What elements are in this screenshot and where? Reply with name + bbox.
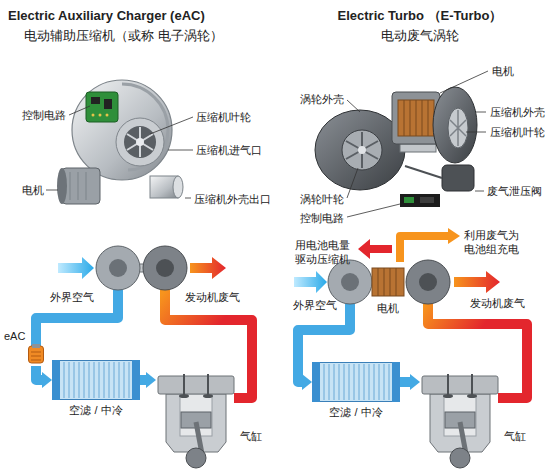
- intercooler: 空滤 / 中冷: [52, 360, 140, 419]
- power-arrow: [358, 239, 392, 259]
- intercooler-core: [53, 361, 140, 400]
- part-label: 压缩机叶轮: [490, 125, 545, 139]
- cylinder-head: [422, 376, 498, 394]
- leader-lines: [46, 106, 193, 198]
- valve-stem: [184, 374, 208, 396]
- intercooler-fins: [64, 362, 129, 398]
- part-label: 电机: [492, 64, 514, 78]
- part-label: 涡轮叶轮: [300, 192, 344, 206]
- panel-title: Electric Auxiliary Charger (eAC): [8, 8, 205, 24]
- engine-cylinder: 气缸: [420, 372, 530, 469]
- flow-note: 用电池电量驱动压缩机: [295, 238, 353, 266]
- intercooler: 空滤 / 中冷: [312, 362, 400, 421]
- intercooler-tank: [312, 362, 320, 402]
- part-label: 控制电路: [300, 211, 344, 225]
- node-label: 空滤 / 中冷: [69, 404, 122, 417]
- part-label: 废气泄压阀: [487, 184, 542, 198]
- air-pipe-connector: [140, 375, 146, 385]
- node-label: 气缸: [240, 430, 262, 443]
- charge-arrow: [400, 236, 448, 262]
- intercooler-symbol: [52, 360, 140, 400]
- part-label: 压缩机外壳出口: [194, 192, 271, 206]
- valve-stem: [448, 374, 472, 396]
- exhaust-arrow: [190, 257, 226, 279]
- intercooler-tank: [52, 360, 60, 400]
- electric-turbo-symbol: [328, 260, 450, 304]
- flow-label: 外界空气: [50, 290, 94, 304]
- panel-subtitle: 电动辅助压缩机（或称 电子涡轮）: [24, 28, 223, 44]
- flow-label: 外界空气: [293, 298, 337, 312]
- intercooler-core: [313, 363, 400, 402]
- crankshaft: [186, 448, 206, 468]
- engine-symbol: [420, 372, 500, 469]
- part-label: 压缩机叶轮: [196, 110, 251, 124]
- eac-unit: eAC: [4, 330, 48, 366]
- eac-body: [29, 346, 44, 363]
- engine-symbol: [156, 372, 236, 469]
- valve-head: [443, 394, 453, 398]
- valve-head: [179, 394, 189, 398]
- node-label: eAC: [4, 330, 25, 343]
- air-arrow: [58, 257, 94, 279]
- air-pipe: [36, 286, 118, 346]
- engine-cylinder: 气缸: [156, 372, 266, 469]
- eac-cap: [32, 344, 40, 348]
- air-pipe-connector: [400, 377, 410, 387]
- part-label: 电机: [22, 183, 44, 197]
- flow-note: 利用废气为电池组充电: [464, 228, 524, 256]
- valve-head: [203, 394, 213, 398]
- exhaust-arrow: [454, 271, 500, 293]
- intercooler-tank: [392, 362, 400, 402]
- node-label: 气缸: [504, 430, 526, 443]
- leader-lines: [347, 71, 488, 217]
- intercooler-fins: [324, 364, 389, 400]
- eac-symbol: [28, 344, 44, 364]
- panel-title: Electric Turbo （E-Turbo）: [338, 8, 503, 24]
- part-label: 压缩机进气口: [196, 143, 262, 157]
- intercooler-tank: [132, 360, 140, 400]
- air-arrowhead: [302, 374, 312, 390]
- part-label: 控制电路: [22, 108, 66, 122]
- charge-arrowhead: [448, 228, 460, 244]
- crankshaft: [450, 448, 470, 468]
- eac-compressor-illustration: [57, 80, 183, 204]
- valve-head: [467, 394, 477, 398]
- air-arrow: [294, 271, 327, 293]
- part-label: 涡轮外壳: [300, 92, 344, 106]
- air-pipe-connector: [36, 366, 42, 380]
- panel-subtitle: 电动废气涡轮: [381, 28, 459, 44]
- node-label: 空滤 / 中冷: [329, 406, 382, 419]
- turbocharger-symbol: [96, 246, 187, 290]
- intercooler-symbol: [312, 362, 400, 402]
- eac-fins: [31, 352, 41, 360]
- flow-label: 发动机废气: [185, 290, 240, 304]
- part-label: 电机: [377, 301, 399, 315]
- part-label: 压缩机外壳: [490, 105, 545, 119]
- cylinder-head: [158, 376, 234, 394]
- flow-label: 发动机废气: [470, 296, 525, 310]
